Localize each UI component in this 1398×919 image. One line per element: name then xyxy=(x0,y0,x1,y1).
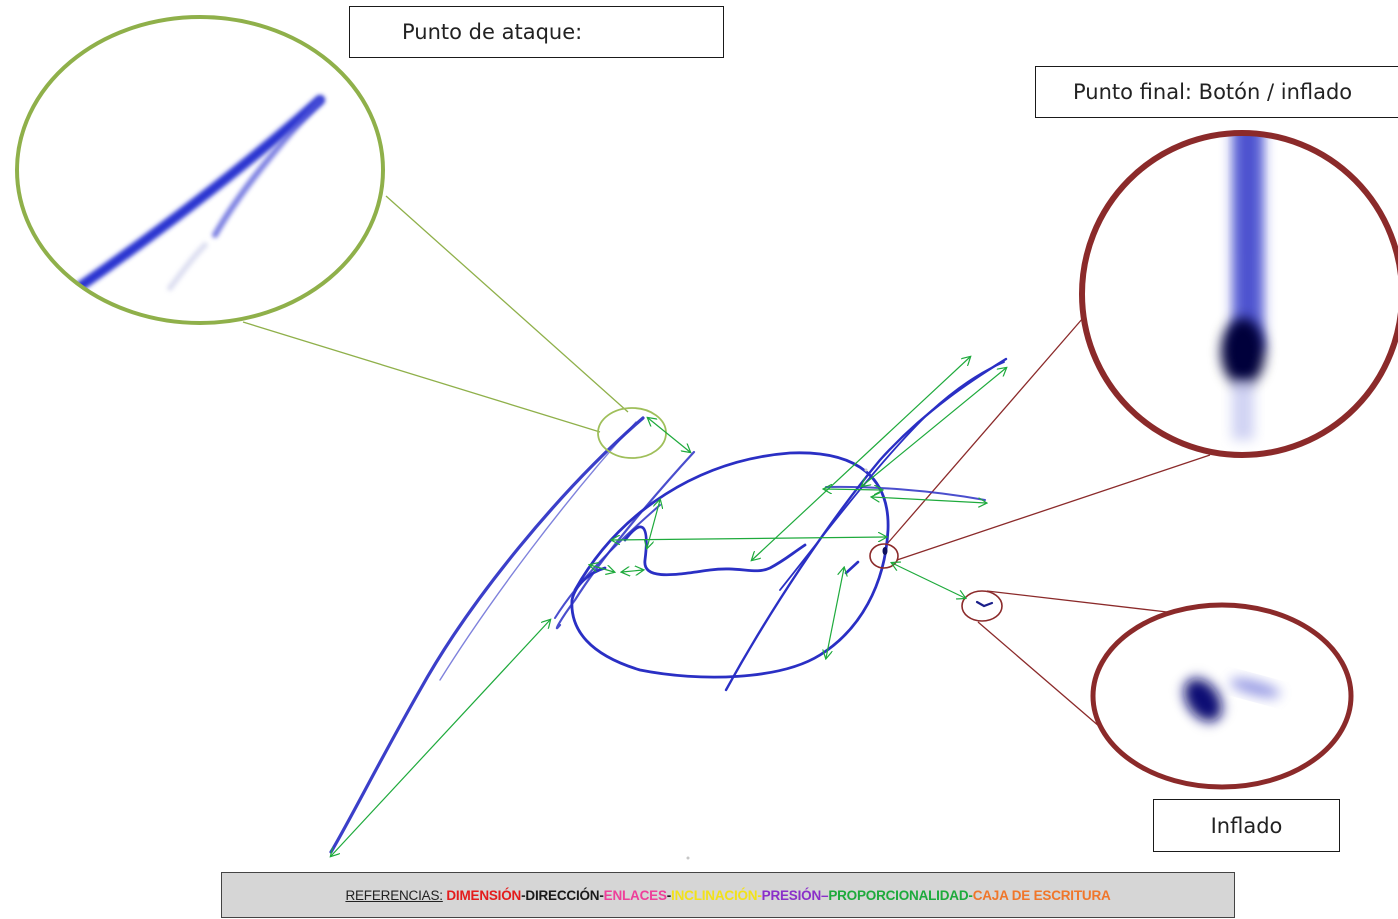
proportionality-arrows xyxy=(331,357,1006,856)
stroke-wave xyxy=(623,525,807,577)
legend-item-writing-box: CAJA DE ESCRITURA xyxy=(972,887,1111,903)
legend-item-dimension: DIMENSIÓN xyxy=(446,887,522,903)
legend-sep: - xyxy=(599,887,604,903)
stroke-long-left xyxy=(329,416,645,854)
end-point-label: Punto final: Botón / inflado xyxy=(1035,66,1398,118)
inflated-label: Inflado xyxy=(1153,799,1340,852)
attack-point-label: Punto de ataque: xyxy=(349,6,724,58)
inflated-circle xyxy=(961,590,1003,622)
arrow-small-b xyxy=(622,570,643,572)
legend-item-proportionality: PROPORCIONALIDAD xyxy=(828,887,969,903)
arrow-crossbar-b xyxy=(872,497,986,503)
stroke-long-left-inner xyxy=(439,421,637,681)
inflated-zoom-ring xyxy=(1090,602,1354,790)
legend-item-pressure: PRESIÓN xyxy=(761,887,822,903)
references-legend: REFERENCIAS: DIMENSIÓN- DIRECCIÓN- ENLAC… xyxy=(221,872,1235,918)
signature-strokes xyxy=(329,357,1008,854)
legend-sep: – xyxy=(821,887,829,903)
legend-item-links: ENLACES xyxy=(603,887,667,903)
end-point-blot xyxy=(882,547,888,555)
attack-zoom-connectors xyxy=(242,195,629,433)
stroke-oval xyxy=(570,451,890,679)
legend-sep: - xyxy=(666,887,672,903)
legend-item-inclination: INCLINACIÓN xyxy=(671,887,758,903)
arrow-small-a xyxy=(590,565,614,572)
arrow-crossbar-a xyxy=(824,489,882,490)
stroke-diagonal-second xyxy=(779,361,1005,591)
arrow-end-to-inflated xyxy=(892,563,965,598)
legend-sep: - xyxy=(757,887,762,903)
legend-prefix: REFERENCIAS: xyxy=(345,887,443,903)
attack-zoom-ring xyxy=(15,15,385,325)
arrow-diag-height xyxy=(752,357,970,560)
arrow-width xyxy=(612,537,886,540)
attack-point-text: Punto de ataque: xyxy=(402,20,583,44)
stroke-diagonal xyxy=(724,357,1008,692)
stroke-return xyxy=(555,450,696,630)
arrow-long-base xyxy=(331,620,550,856)
legend-sep: - xyxy=(521,887,526,903)
arrow-vertical-right xyxy=(826,568,844,658)
legend-item-direction: DIRECCIÓN xyxy=(525,887,600,903)
stroke-small-mark xyxy=(844,560,860,575)
inflated-zoom-connectors xyxy=(977,590,1168,728)
inflated-text: Inflado xyxy=(1210,813,1283,838)
end-point-text: Punto final: Botón / inflado xyxy=(1073,80,1353,104)
arrow-diag-parallel xyxy=(862,368,1006,486)
end-zoom-ring xyxy=(1079,130,1398,458)
arrow-loop-height xyxy=(647,500,660,548)
legend-sep: - xyxy=(968,887,973,903)
arrow-attack-gap xyxy=(648,418,690,452)
attack-point-circle xyxy=(597,407,667,459)
inflated-blot xyxy=(975,600,994,608)
